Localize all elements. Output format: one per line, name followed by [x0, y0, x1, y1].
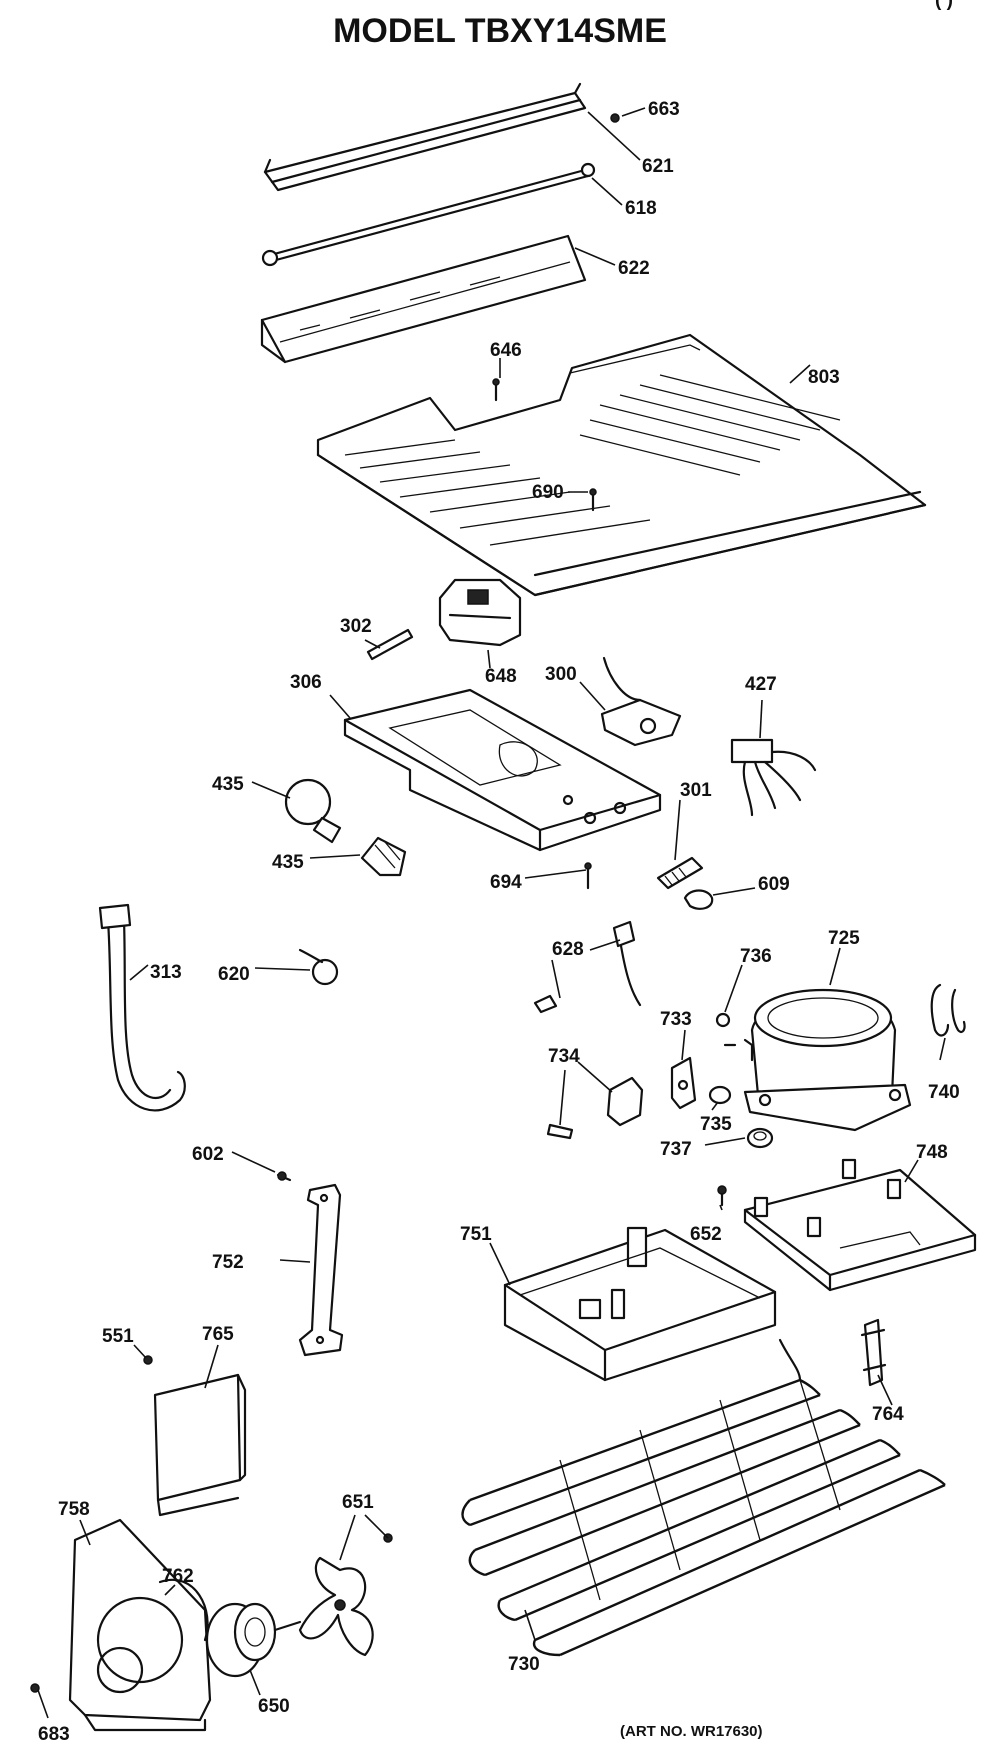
- part-663-screw: [610, 113, 620, 123]
- callout-427: 427: [745, 674, 777, 695]
- part-751-pan: [503, 1226, 777, 1382]
- callout-683: 683: [38, 1724, 70, 1745]
- callout-725: 725: [828, 928, 860, 949]
- part-651-blade: [298, 1533, 393, 1657]
- callout-752: 752: [212, 1252, 244, 1273]
- part-683-screw: [30, 1683, 40, 1693]
- part-622-channel: [260, 234, 587, 364]
- callout-306: 306: [290, 672, 322, 693]
- part-427-harness: [730, 738, 817, 817]
- callout-609: 609: [758, 874, 790, 895]
- callout-652: 652: [690, 1224, 722, 1245]
- callout-803: 803: [808, 367, 840, 388]
- part-752-bracket: [298, 1183, 344, 1357]
- leader-lines: [37, 107, 946, 1719]
- part-313-tube: [98, 903, 186, 1112]
- part-725-compressor: [743, 988, 912, 1132]
- part-435-socket: [360, 836, 407, 877]
- callout-762: 762: [162, 1566, 194, 1587]
- part-650-motor: [205, 1602, 302, 1678]
- part-736-clip: [715, 1012, 754, 1062]
- callout-748: 748: [916, 1142, 948, 1163]
- callout-736: 736: [740, 946, 772, 967]
- part-740-clips: [930, 983, 966, 1037]
- part-765-panel: [153, 1373, 247, 1517]
- art-number: (ART NO. WR17630): [620, 1723, 763, 1740]
- callout-663: 663: [648, 99, 680, 120]
- callout-622: 622: [618, 258, 650, 279]
- callout-551: 551: [102, 1326, 134, 1347]
- part-300-thermostat: [600, 656, 682, 747]
- callout-435-bulb: 435: [212, 774, 244, 795]
- callout-765: 765: [202, 1324, 234, 1345]
- callout-646: 646: [490, 340, 522, 361]
- part-646-screw: [492, 378, 500, 402]
- callout-651: 651: [342, 1492, 374, 1513]
- callout-618: 618: [625, 198, 657, 219]
- callout-313: 313: [150, 962, 182, 983]
- callout-758: 758: [58, 1499, 90, 1520]
- callout-730: 730: [508, 1654, 540, 1675]
- part-302-pin: [366, 628, 414, 661]
- part-748-plate: [743, 1158, 977, 1292]
- part-620-fitting: [298, 948, 339, 986]
- part-618-rod: [261, 162, 596, 267]
- part-803-shelf: [316, 333, 927, 597]
- callout-300: 300: [545, 664, 577, 685]
- callout-602: 602: [192, 1144, 224, 1165]
- callout-734: 734: [548, 1046, 580, 1067]
- callout-764: 764: [872, 1404, 904, 1425]
- diagram-title: MODEL TBXY14SME: [333, 12, 667, 50]
- callout-735: 735: [700, 1114, 732, 1135]
- part-733-relay: [670, 1056, 697, 1110]
- callout-737: 737: [660, 1139, 692, 1160]
- part-306-housing: [343, 688, 662, 852]
- part-730-condenser: [461, 1338, 946, 1657]
- callout-301: 301: [680, 780, 712, 801]
- callout-733: 733: [660, 1009, 692, 1030]
- callout-648: 648: [485, 666, 517, 687]
- part-602-screw: [276, 1171, 292, 1182]
- callout-740: 740: [928, 1082, 960, 1103]
- part-690-screw: [589, 488, 597, 512]
- part-652-screw: [717, 1185, 727, 1207]
- part-737-grommet: [746, 1127, 774, 1149]
- part-764-clip: [860, 1318, 887, 1387]
- corner-mark: ( ): [935, 0, 953, 11]
- part-628-cord: [533, 920, 642, 1014]
- part-301-knob: [656, 856, 704, 890]
- part-694-screw: [584, 862, 592, 890]
- callout-628: 628: [552, 939, 584, 960]
- part-621-rail: [263, 82, 587, 192]
- part-735-grommet: [708, 1085, 732, 1105]
- callout-labels: 663 621 618 622 646 803 690 302 648 300 …: [38, 99, 960, 1745]
- callout-435-socket: 435: [272, 852, 304, 873]
- callout-694: 694: [490, 872, 522, 893]
- part-435-bulb: [284, 778, 342, 844]
- callout-302: 302: [340, 616, 372, 637]
- callout-620: 620: [218, 964, 250, 985]
- callout-621: 621: [642, 156, 674, 177]
- part-758-shroud: [68, 1518, 212, 1732]
- part-609-dial: [683, 889, 714, 910]
- callout-650: 650: [258, 1696, 290, 1717]
- callout-690: 690: [532, 482, 564, 503]
- part-648-switch: [438, 578, 522, 647]
- callout-751: 751: [460, 1224, 492, 1245]
- part-734-overload: [546, 1076, 644, 1140]
